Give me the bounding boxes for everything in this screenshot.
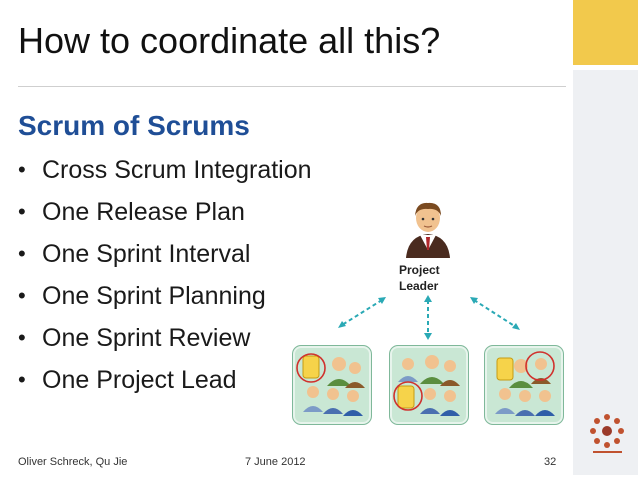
title-divider <box>18 86 566 87</box>
arrow-left <box>341 299 383 326</box>
bullet-item: • One Project Lead <box>18 359 312 401</box>
bullet-item: • One Release Plan <box>18 191 312 233</box>
slide-title: How to coordinate all this? <box>18 20 441 61</box>
page-number: 32 <box>544 456 557 468</box>
bullet-dot: • <box>18 367 26 392</box>
bullet-text: One Sprint Review <box>42 324 251 352</box>
arrow-right <box>473 299 517 328</box>
bullet-text: Cross Scrum Integration <box>42 156 312 184</box>
leader-label-line2: Leader <box>399 279 439 293</box>
bullet-text: One Project Lead <box>42 366 237 394</box>
leader-label-line1: Project <box>399 263 440 277</box>
arrow-right-head-bottom <box>512 323 520 330</box>
bullet-dot: • <box>18 199 26 224</box>
bullet-item: • One Sprint Planning <box>18 275 312 317</box>
team-box <box>292 345 372 425</box>
slide-subtitle: Scrum of Scrums <box>18 110 250 141</box>
connection-arrows <box>338 295 520 340</box>
businessman-icon <box>398 198 458 258</box>
arrow-center-head-bottom <box>424 333 432 340</box>
people-icon <box>296 353 365 416</box>
bullet-text: One Sprint Planning <box>42 282 266 310</box>
arrow-center-head-top <box>424 295 432 302</box>
scrum-gathering-logo-icon <box>585 411 630 456</box>
decorative-top-block <box>573 0 638 65</box>
bullet-dot: • <box>18 325 26 350</box>
bullet-list: • Cross Scrum Integration • One Release Pl… <box>18 149 312 401</box>
bullet-text: One Release Plan <box>42 198 245 226</box>
bullet-item: • Cross Scrum Integration <box>18 149 312 191</box>
people-icon <box>393 355 460 416</box>
team-box <box>389 345 469 425</box>
bullet-text: One Sprint Interval <box>42 240 251 268</box>
team-box <box>484 345 564 425</box>
bullet-item: • One Sprint Review <box>18 317 312 359</box>
arrow-left-head-bottom <box>338 321 346 328</box>
decorative-side-bar <box>573 70 638 475</box>
footer-authors: Oliver Schreck, Qu Jie <box>18 456 128 468</box>
footer-date: 7 June 2012 <box>245 456 306 468</box>
arrow-right-head-top <box>470 297 478 304</box>
people-icon <box>495 351 555 416</box>
arrow-left-head-top <box>378 297 386 304</box>
bullet-dot: • <box>18 157 26 182</box>
bullet-item: • One Sprint Interval <box>18 233 312 275</box>
bullet-dot: • <box>18 241 26 266</box>
leader-label: Project Leader <box>399 262 440 294</box>
bullet-dot: • <box>18 283 26 308</box>
